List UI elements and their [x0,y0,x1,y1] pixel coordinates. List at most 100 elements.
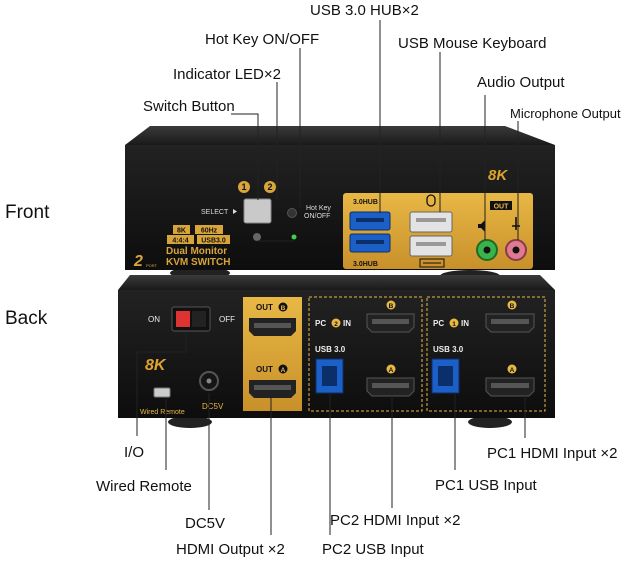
pc1-usb30-label: USB 3.0 [433,345,464,354]
microphone-icon [512,217,520,230]
kvm-switch-text: KVM SWITCH [166,257,230,268]
switch-button[interactable] [243,198,272,224]
port-1-label: 1 [241,182,246,192]
front-8k-badge: 8K [488,167,508,184]
hotkey-label-line2: ON/OFF [304,213,330,220]
pc2-hdmi-a-pins [372,383,409,388]
port-2-marker [264,181,276,193]
power-switch-rocker [176,311,190,327]
usb-mouse-port-tongue [416,218,446,222]
out-a-letter: A [281,367,286,374]
pc2-hdmi-callout: PC2 HDMI Input ×2 [330,512,461,529]
pc2-num-circle [331,318,341,328]
out-b-circle [278,302,288,312]
pc1-a-circle [507,364,517,374]
pc1-panel [426,296,546,412]
port-2-label: 2 [267,182,272,192]
hub-top-label: 3.0HUB [353,199,378,206]
pc1-hdmi-a-pins [491,383,529,388]
pc2-in-label: PC [315,319,326,328]
pc1-in-suffix: IN [461,319,469,328]
spec-444: 4:4:4 [172,238,188,245]
switch-button-callout: Switch Button [143,98,235,115]
keyboard-icon [419,258,445,268]
pc1-usb-b-port-inner [438,366,453,386]
pc1-a-letter: A [510,367,515,374]
select-arrow-icon [233,209,237,214]
hotkey-label-line1: Hot Key [306,205,331,212]
dual-monitor-text: Dual Monitor [166,246,227,257]
pc1-b-letter: B [510,303,515,310]
front-side-label: Front [5,202,50,223]
indicator-led-1 [253,233,261,241]
usb-hub-port-1-tongue [356,218,384,222]
wired-remote-port-label: Wired Remote [140,409,185,416]
spec-usb: USB3.0 [201,238,226,245]
pc1-b-circle [507,300,517,310]
indicator-led-callout: Indicator LED×2 [173,66,281,83]
usb-mouse-keyboard-callout: USB Mouse Keyboard [398,35,547,52]
hdmi-output-a-pins [254,385,291,390]
back-case-top [118,275,555,290]
indicator-led-2 [291,234,297,240]
leader-switch-button [231,113,259,200]
pc2-hdmi-b-pins [372,319,409,324]
pc1-num: 1 [452,321,456,328]
out-a-circle [278,364,288,374]
out-label-bg [490,201,512,210]
hub-bottom-label: 3.0HUB [353,261,378,268]
pc2-usb30-label: USB 3.0 [315,345,346,354]
spec-444-badge [167,235,194,244]
pc2-a-letter: A [389,367,394,374]
pc2-panel [308,296,423,412]
two-port-number: 2 [133,253,143,270]
spec-usb-badge [197,235,230,244]
out-b-label: OUT [256,303,273,312]
front-case-top [125,126,555,145]
dc5v-port-label: DC5V [202,402,224,411]
two-port-word: PORT [146,263,158,268]
dc5v-pin [206,378,212,384]
usb-hub-callout: USB 3.0 HUB×2 [310,2,419,19]
mic-jack-hole [512,246,520,254]
leader-io [136,332,187,436]
speaker-icon [478,220,485,232]
pc2-usb-b-port-inner [322,366,337,386]
pc2-b-circle [386,300,396,310]
back-8k-badge: 8K [145,357,167,374]
out-label: OUT [494,204,510,211]
dc5v-callout: DC5V [185,515,226,532]
back-side-label: Back [5,308,48,329]
leader-lines [136,20,526,535]
select-label: SELECT [201,209,229,216]
wired-remote-port[interactable] [153,387,171,398]
back-unit: ON OFF 8K Wired Remote DC5V OUT B OUT A … [118,275,555,428]
pc1-usb-callout: PC1 USB Input [435,477,537,494]
usb-hub-port-2-tongue [356,240,384,244]
port-1-marker [238,181,250,193]
io-callout: I/O [124,444,145,461]
hdmi-output-callout: HDMI Output ×2 [176,541,285,558]
pc1-hdmi-callout: PC1 HDMI Input ×2 [487,445,618,462]
pc1-num-circle [449,318,459,328]
pc2-num: 2 [334,321,338,328]
hdmi-output-b-pins [254,323,291,328]
hotkey-button[interactable] [287,208,297,218]
pc2-a-circle [386,364,396,374]
wired-remote-callout: Wired Remote [96,478,192,495]
hotkey-callout: Hot Key ON/OFF [205,31,320,48]
audio-output-callout: Audio Output [477,74,565,91]
microphone-output-callout: Microphone Output [510,106,621,121]
power-on-label: ON [148,315,160,324]
spec-60hz-badge [195,225,223,234]
power-switch-off-side [192,311,206,327]
usb-keyboard-port-tongue [416,242,446,246]
spec-60hz: 60Hz [201,228,218,235]
pc1-hdmi-b-pins [491,319,529,324]
pc2-b-letter: B [389,303,394,310]
pc2-in-suffix: IN [343,319,351,328]
audio-jack-hole [483,246,491,254]
out-a-label: OUT [256,365,273,374]
mouse-icon [426,194,436,207]
